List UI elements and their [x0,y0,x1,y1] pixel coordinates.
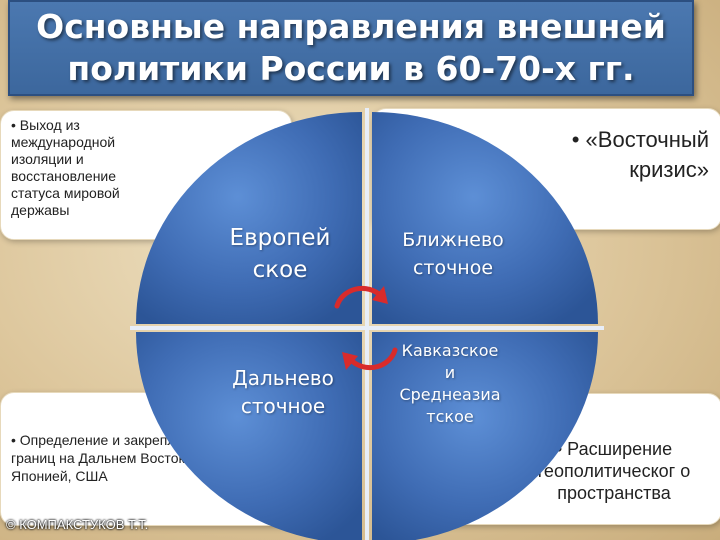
label-middle-east: Ближнево сточное [378,226,528,282]
quadrant-far-east [136,332,362,540]
label-european: Европей ское [205,222,355,286]
title-banner: Основные направления внешней политики Ро… [8,0,694,96]
quadrant-european [136,112,362,324]
label-caucasus-line-4: тское [426,407,474,426]
quadrant-caucasus [372,332,598,540]
label-caucasus-line-3: Среднеазиа [399,385,501,404]
label-european-line-2: ское [252,257,308,283]
label-caucasus-line-1: Кавказское [401,341,499,360]
label-far-east-line-1: Дальнево [232,366,334,390]
label-caucasus: Кавказское и Среднеазиа тское [375,340,525,428]
card-top-left-text: • Выход из международной изоляции и восс… [11,117,120,218]
cycle-arrows-icon [334,285,398,371]
quadrant-middle-east [372,112,598,324]
label-far-east-line-2: сточное [240,394,326,418]
page-title: Основные направления внешней политики Ро… [10,6,692,90]
label-far-east: Дальнево сточное [208,364,358,420]
card-top-right-line-2: кризис» [629,157,709,182]
arrow-head-top-icon [372,286,388,304]
card-bottom-right-text: • Расширение геополитическог о пространс… [537,439,691,503]
card-top-right-line-1: • «Восточный [571,127,709,152]
arrow-head-bottom-icon [342,352,358,370]
label-european-line-1: Европей [229,225,331,251]
label-caucasus-line-2: и [444,363,456,382]
copyright-text: © КОМПАКСТУКОВ Т.Т. [6,517,149,532]
label-middle-east-line-2: сточное [412,257,494,279]
label-middle-east-line-1: Ближнево [402,229,504,251]
card-bottom-left-text: • Определение и закрепление границ на Да… [11,432,207,484]
title-line-2: политики России в 60-70-х гг. [67,49,635,88]
title-line-1: Основные направления внешней [36,7,666,46]
card-top-right-text: • «Восточный кризис» [572,125,709,185]
